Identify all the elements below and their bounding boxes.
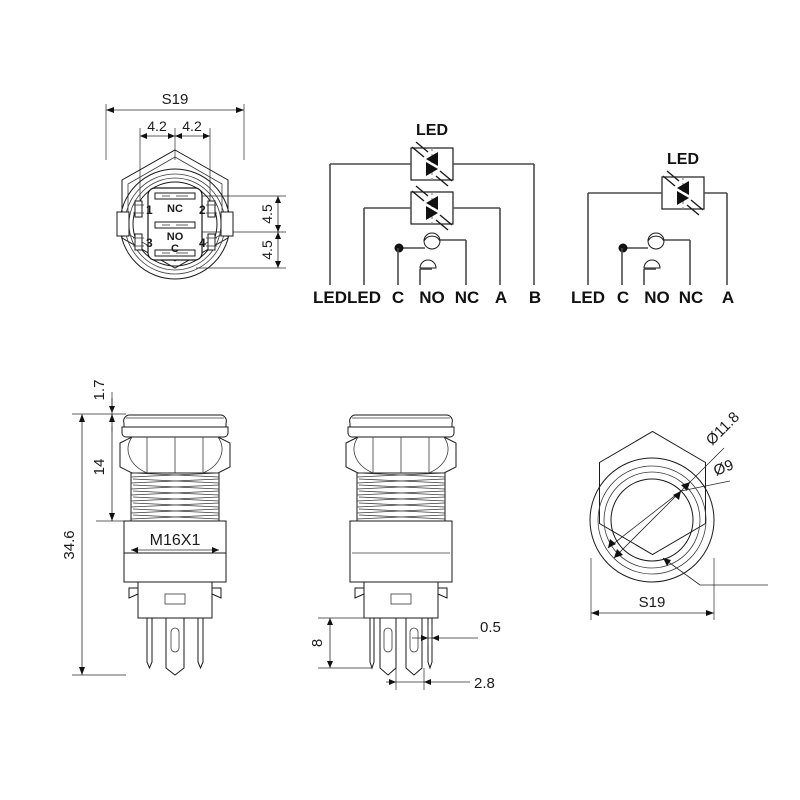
dim-s19-top: S19 bbox=[162, 91, 189, 108]
dim-4p2-left: 4.2 bbox=[147, 118, 167, 134]
junction-dot-1 bbox=[394, 243, 404, 253]
threaded-barrel bbox=[130, 472, 220, 521]
terminal-label-c: C bbox=[171, 243, 179, 255]
base-housing-side bbox=[363, 581, 439, 619]
pin-label-a-r: A bbox=[722, 288, 734, 307]
dim-4p2-right: 4.2 bbox=[182, 118, 202, 134]
pin-label-b: B bbox=[529, 288, 541, 307]
dim-14: 14 bbox=[91, 459, 108, 476]
cap-skirt bbox=[121, 426, 229, 438]
led-symbol-2 bbox=[410, 191, 454, 225]
threaded-barrel-side bbox=[356, 472, 446, 521]
clip-tab-left bbox=[128, 587, 139, 599]
pin-label-nc: NC bbox=[455, 288, 480, 307]
pin-label-no: NO bbox=[419, 288, 445, 307]
pin-number-2: 2 bbox=[199, 203, 206, 217]
dim-4p5-lower: 4.5 bbox=[259, 240, 275, 260]
pin-number-1: 1 bbox=[146, 203, 153, 217]
led-label-right: LED bbox=[667, 151, 699, 168]
terminal-label-nc: NC bbox=[167, 203, 183, 215]
hex-nut-side bbox=[345, 436, 457, 474]
pin-number-3: 3 bbox=[146, 236, 153, 250]
dim-dia-9: Ø9 bbox=[711, 456, 736, 479]
ring-11p8 bbox=[597, 465, 707, 575]
dim-2p8: 2.8 bbox=[474, 675, 495, 692]
switch-body-side bbox=[349, 520, 453, 583]
dim-8: 8 bbox=[309, 639, 326, 647]
pin-label-led-2: LED bbox=[347, 288, 381, 307]
pin-number-4: 4 bbox=[199, 236, 206, 250]
ring-9 bbox=[610, 478, 694, 562]
thread-spec-label: M16X1 bbox=[150, 532, 201, 549]
terminal-pins-side bbox=[369, 617, 433, 676]
wiring-diagram-6-terminal: LED bbox=[313, 122, 541, 307]
led-label-top: LED bbox=[416, 122, 448, 139]
pin-label-c-r: C bbox=[617, 288, 629, 307]
hex-circle-outer bbox=[589, 457, 715, 583]
button-cap bbox=[123, 414, 227, 428]
dim-1p7: 1.7 bbox=[91, 380, 108, 401]
switch-body-lower bbox=[123, 552, 227, 583]
dim-dia-11p8: Ø11.8 bbox=[703, 409, 743, 449]
dim-34p6: 34.6 bbox=[61, 530, 78, 559]
pin-label-a: A bbox=[495, 288, 507, 307]
side-elevation-view: 8 0.5 2.8 bbox=[309, 414, 501, 692]
hex-nut-elevation bbox=[119, 436, 231, 474]
top-ring-inner bbox=[132, 181, 218, 267]
terminal-pads bbox=[154, 192, 196, 257]
side-terminal-pins bbox=[133, 200, 217, 251]
pin-label-led-r: LED bbox=[571, 288, 605, 307]
led-symbol-3 bbox=[661, 176, 705, 210]
clip-tab-right bbox=[211, 587, 222, 599]
led-symbol-1 bbox=[410, 147, 454, 181]
bottom-hex-view: Ø11.8 Ø9 S19 bbox=[589, 409, 768, 620]
top-view-group: S19 4.2 4.2 4.5 4.5 bbox=[105, 91, 286, 280]
front-elevation-view: 1.7 14 34.6 bbox=[61, 380, 231, 676]
dim-s19-bottom: S19 bbox=[639, 594, 666, 611]
junction-dot-2 bbox=[618, 243, 628, 253]
dim-0p5: 0.5 bbox=[480, 619, 501, 636]
pin-label-led-1: LED bbox=[313, 288, 347, 307]
base-housing bbox=[137, 581, 213, 619]
top-hex-outline bbox=[121, 149, 229, 269]
base-window bbox=[164, 593, 186, 605]
terminal-label-no: NO bbox=[167, 231, 184, 243]
pin-label-nc-r: NC bbox=[679, 288, 704, 307]
terminal-pins-front bbox=[146, 617, 204, 676]
wiring-diagram-5-terminal: LED LED C NO NC A bbox=[571, 151, 734, 307]
pin-label-no-r: NO bbox=[644, 288, 670, 307]
dim-4p5-upper: 4.5 bbox=[259, 204, 275, 224]
pin-label-c: C bbox=[392, 288, 404, 307]
